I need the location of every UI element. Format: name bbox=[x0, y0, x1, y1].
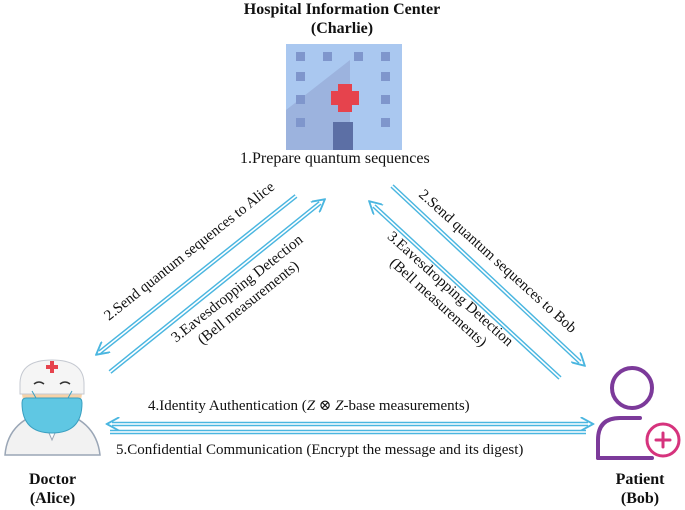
center-title-block: Hospital Information Center (Charlie) bbox=[192, 0, 492, 38]
doctor-title: Doctor bbox=[28, 471, 77, 488]
arrow-eaves-right bbox=[370, 202, 562, 380]
patient-title: Patient bbox=[615, 471, 665, 488]
hospital-building-icon bbox=[286, 44, 402, 150]
step-prepare-label: 1.Prepare quantum sequences bbox=[240, 150, 430, 167]
patient-subtitle: (Bob) bbox=[620, 490, 660, 507]
patient-label: Patient (Bob) bbox=[595, 470, 685, 508]
center-title: Hospital Information Center bbox=[243, 1, 441, 18]
doctor-subtitle: (Alice) bbox=[29, 490, 76, 507]
step-confidential-comm-label: 5.Confidential Communication (Encrypt th… bbox=[116, 442, 524, 458]
doctor-avatar-icon bbox=[4, 359, 101, 456]
step-identity-auth-prefix: 4.Identity Authentication ( bbox=[148, 398, 307, 414]
step-identity-auth-suffix: -base measurements) bbox=[343, 398, 470, 414]
step-identity-auth-label: 4.Identity Authentication (Z ⊗ Z-base me… bbox=[148, 396, 470, 415]
step-identity-auth-math: Z ⊗ Z bbox=[306, 398, 344, 414]
arrow-send-alice bbox=[97, 194, 298, 354]
doctor-label: Doctor (Alice) bbox=[5, 470, 100, 508]
arrow-send-bob bbox=[390, 184, 584, 365]
patient-avatar-icon bbox=[596, 366, 681, 460]
center-subtitle: (Charlie) bbox=[310, 20, 374, 37]
arrow-eaves-left bbox=[108, 200, 324, 374]
